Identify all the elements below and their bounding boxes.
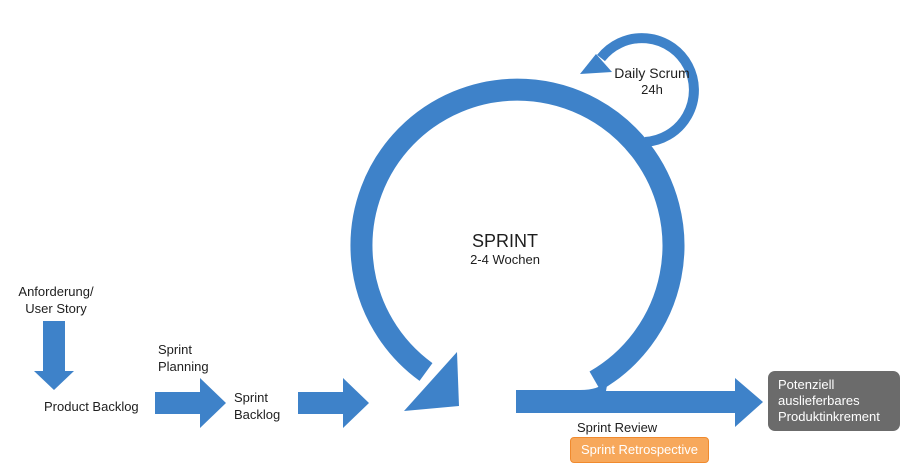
sprint-retrospective-badge: Sprint Retrospective — [570, 437, 709, 463]
product-backlog-label: Product Backlog — [44, 399, 139, 414]
increment-output-arrow — [516, 378, 763, 427]
planning-arrow — [155, 378, 226, 428]
daily-scrum-label: Daily Scrum — [614, 65, 690, 81]
sprint-backlog-label: Sprint Backlog — [234, 390, 281, 422]
increment-box: Potenziell auslieferbares Produktinkreme… — [768, 371, 900, 431]
daily-scrum-loop — [597, 33, 699, 147]
sprint-cycle-ring — [350, 78, 685, 391]
daily-scrum-arrowhead — [580, 54, 612, 74]
sprint-cycle-arrowhead — [404, 352, 459, 411]
requirement-down-arrow — [34, 321, 74, 390]
sprint-entry-arrow — [298, 378, 369, 428]
sprint-planning-label: Sprint Planning — [158, 342, 209, 374]
sprint-review-label: Sprint Review — [577, 420, 658, 435]
requirement-label: Anforderung/ User Story — [18, 284, 94, 316]
sprint-duration: 2-4 Wochen — [470, 252, 540, 267]
sprint-title: SPRINT — [471, 231, 538, 251]
daily-scrum-duration: 24h — [641, 82, 663, 97]
